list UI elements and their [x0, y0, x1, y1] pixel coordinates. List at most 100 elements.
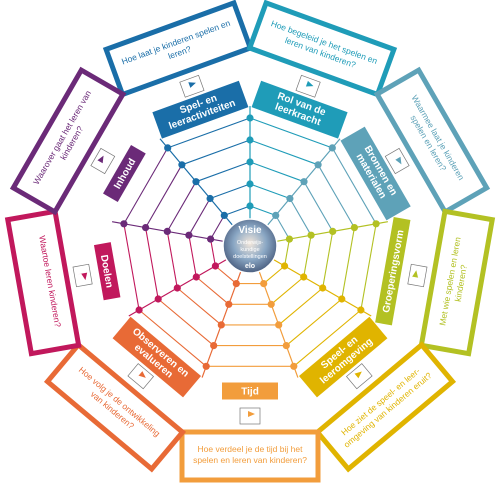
web-dot	[246, 180, 254, 188]
web-ring-edge	[341, 227, 355, 300]
web-dot	[281, 262, 289, 270]
web-ring-edge	[331, 147, 377, 225]
web-dot	[286, 194, 294, 203]
web-ring-edge	[195, 161, 251, 183]
web-dot	[272, 211, 280, 219]
web-dot	[142, 224, 150, 232]
web-dot	[328, 144, 336, 152]
web-ring-edge	[138, 309, 207, 367]
web-dot	[192, 273, 200, 281]
web-dot	[154, 295, 162, 303]
web-ring-edge	[145, 164, 183, 228]
question-frame-border	[102, 0, 254, 98]
question-frame-border	[43, 341, 187, 473]
segment-label-text: Tijd	[241, 387, 259, 398]
center-line-1: Onderwijs-	[237, 240, 263, 246]
web-ring-edge	[215, 265, 237, 285]
segment-label-doelen: Doelen	[93, 242, 121, 301]
web-ring-edge	[278, 287, 324, 326]
question-frame-border	[418, 208, 496, 357]
web-dot	[329, 227, 337, 235]
segment-label-bar	[375, 217, 411, 326]
web-dot	[275, 321, 283, 329]
web-ring-edge	[224, 205, 251, 216]
web-dot	[260, 280, 268, 288]
web-ring-edge	[188, 198, 211, 236]
web-ring-edge	[249, 161, 305, 183]
web-dot	[285, 235, 293, 243]
question-text-line: spelen en leren van kinderen?	[193, 455, 307, 465]
web-ring-edge	[293, 309, 362, 367]
web-dot	[185, 231, 193, 239]
flag-icon	[72, 263, 93, 288]
flag-icon	[239, 407, 261, 425]
web-ring-edge	[317, 164, 355, 228]
web-dot	[178, 161, 186, 169]
web-ring-edge	[303, 181, 334, 232]
web-dot	[206, 194, 214, 203]
question-frame-doelen: Waartoe leren kinderen?	[4, 208, 82, 357]
web-ring-edge	[209, 183, 251, 200]
web-ring-edge	[289, 198, 312, 236]
web-dot	[350, 224, 358, 232]
web-ring-edge	[249, 205, 276, 216]
web-ring-edge	[195, 276, 230, 305]
web-ring-edge	[181, 139, 251, 166]
web-ring-edge	[284, 239, 290, 267]
web-dot	[246, 114, 254, 122]
web-dot	[246, 136, 254, 144]
web-dot	[307, 231, 315, 239]
web-dot	[217, 321, 225, 329]
flag-icon	[127, 363, 154, 390]
flag-icon	[90, 147, 116, 175]
segment-label-groep: Groeperingsvorm	[375, 217, 411, 326]
web-ring-edge	[167, 117, 251, 149]
center-photo	[222, 218, 278, 274]
flag-icon	[295, 74, 321, 98]
web-ring-edge	[166, 181, 197, 232]
web-ring-edge	[275, 215, 290, 240]
web-dot	[282, 342, 290, 350]
web-dot	[232, 280, 240, 288]
web-dot	[202, 362, 210, 370]
web-ring-edge	[123, 147, 169, 225]
web-ring-edge	[285, 298, 343, 347]
web-ring-edge	[322, 231, 334, 289]
web-dot	[338, 295, 346, 303]
segment-label-bar	[298, 316, 388, 398]
center-hub: Visie Onderwijs- kundige doelstellingen …	[222, 218, 278, 274]
web-ring-edge	[176, 287, 222, 326]
question-frame-omgeving: Hoe ziet de speel- en leer-omgeving van …	[313, 341, 457, 473]
web-dot	[120, 220, 128, 228]
web-ring-edge	[188, 235, 197, 278]
web-ring-edge	[360, 223, 377, 311]
question-frame-border	[313, 341, 457, 473]
web-dot	[135, 306, 143, 314]
web-ring-edge	[145, 227, 159, 300]
flag-icon	[384, 147, 410, 175]
web-ring-edge	[166, 231, 178, 289]
web-ring-edge	[123, 223, 140, 311]
question-frame-border	[373, 66, 491, 216]
center-line-4: elo	[245, 263, 255, 270]
web-dot	[300, 273, 308, 281]
question-frame-border	[9, 66, 127, 216]
segment-label-bar	[251, 80, 348, 139]
web-dot	[211, 262, 219, 270]
center-line-2: kundige	[240, 247, 259, 253]
web-ring-edge	[210, 215, 225, 240]
segment-label-bar	[112, 316, 202, 398]
question-text-line: Hoe verdeel je de tijd bij het	[198, 444, 304, 454]
web-ring-edge	[249, 117, 333, 149]
segment-label-bar	[222, 382, 278, 400]
question-frame-border	[4, 208, 82, 357]
web-dot	[220, 211, 228, 219]
segment-label-tijd: Tijd	[222, 382, 278, 400]
web-ring-edge	[263, 265, 285, 285]
